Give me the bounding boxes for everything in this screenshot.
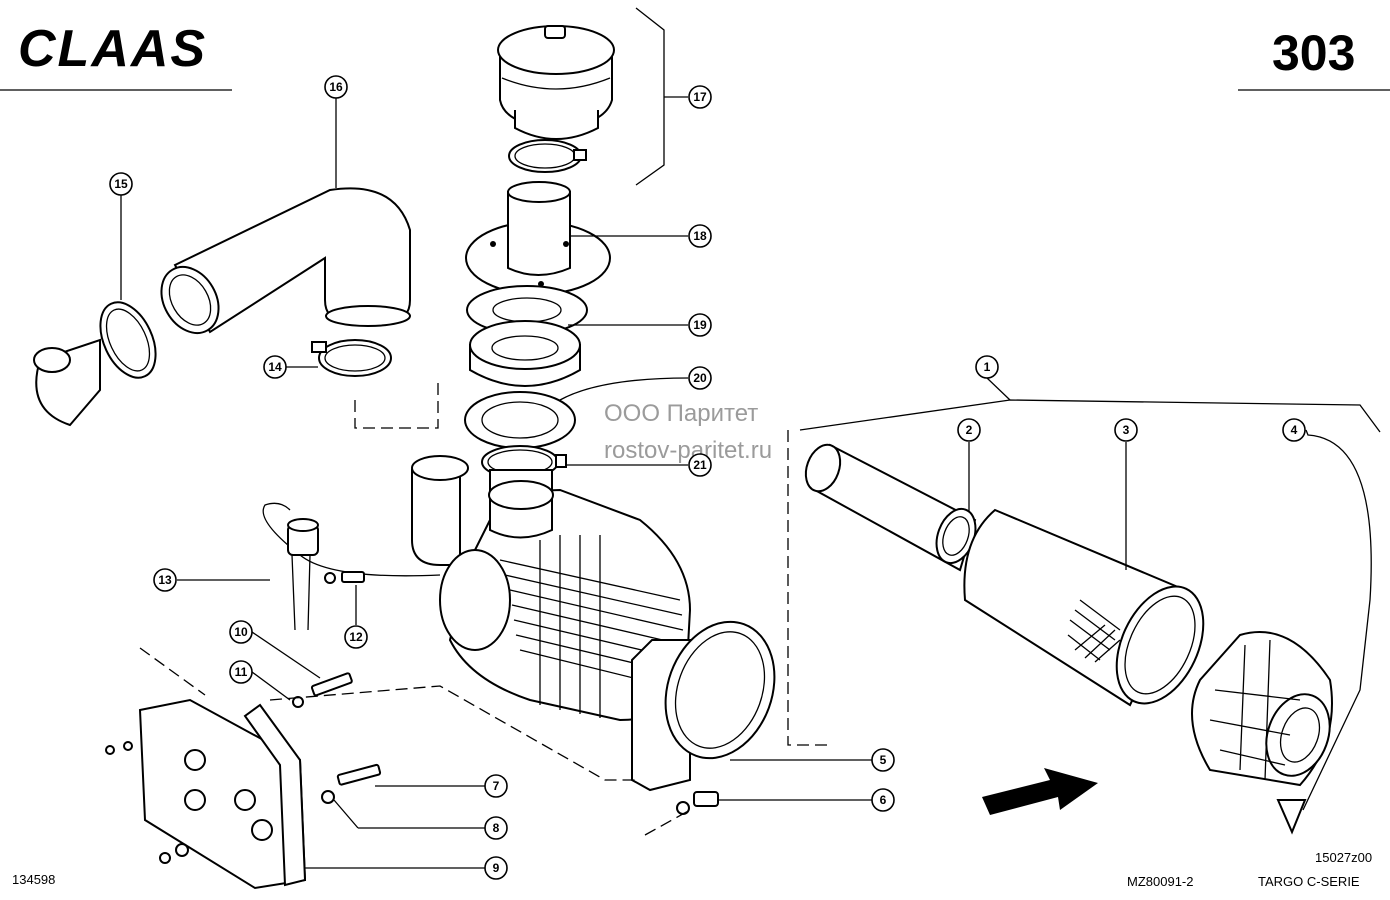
brand-logo: CLAAS (18, 20, 207, 78)
leader-10 (251, 631, 321, 679)
watermark-company: ООО Паритет (604, 400, 758, 427)
callout-14: 14 (263, 355, 287, 379)
callout-8: 8 (484, 816, 508, 840)
part-washer-8 (321, 790, 335, 804)
callout-17: 17 (688, 85, 712, 109)
svg-text:9: 9 (493, 861, 500, 875)
part-intake-elbow (160, 187, 411, 334)
dash-bolt-6 (644, 809, 691, 836)
svg-text:21: 21 (693, 458, 707, 472)
part-bolt-10 (310, 672, 353, 697)
part-safety-element (804, 443, 977, 572)
part-bolt-6 (676, 791, 719, 815)
callout-5: 5 (871, 748, 895, 772)
leader-11 (251, 671, 291, 701)
callout-16: 16 (324, 75, 348, 99)
flow-direction-arrow (982, 768, 1098, 815)
part-washer-11 (292, 696, 304, 708)
part-rubber-ring (469, 320, 581, 387)
callout-20: 20 (688, 366, 712, 390)
callout-10: 10 (229, 620, 253, 644)
callout-1: 1 (975, 355, 999, 379)
part-precleaner-cap (497, 25, 615, 140)
callout-21: 21 (688, 453, 712, 477)
part-filter-housing (439, 469, 776, 792)
page-number: 303 (1272, 25, 1355, 81)
drawing-ref: MZ80091-2 (1127, 874, 1193, 889)
part-mounting-bracket (105, 698, 307, 890)
svg-text:10: 10 (234, 625, 248, 639)
callout-18: 18 (688, 224, 712, 248)
brand-logo-text: CLAAS (18, 20, 207, 78)
drawing-id-left: 134598 (12, 872, 55, 887)
series-label: TARGO C-SERIE (1258, 874, 1360, 889)
callout-3: 3 (1114, 418, 1138, 442)
svg-text:15: 15 (114, 177, 128, 191)
svg-text:2: 2 (966, 423, 973, 437)
part-bolt-7 (336, 763, 382, 786)
part-clamp-ring-top (508, 139, 587, 173)
leader-8a (333, 799, 359, 829)
svg-text:20: 20 (693, 371, 707, 385)
svg-text:16: 16 (329, 80, 343, 94)
svg-text:14: 14 (268, 360, 282, 374)
callout-6: 6 (871, 788, 895, 812)
callout-7: 7 (484, 774, 508, 798)
callout-15: 15 (109, 172, 133, 196)
svg-text:8: 8 (493, 821, 500, 835)
svg-text:11: 11 (235, 665, 248, 679)
figure-code: 15027z00 (1315, 850, 1372, 865)
part-hose-clamp-14 (311, 339, 392, 377)
part-hose-stub (33, 338, 101, 427)
svg-text:19: 19 (693, 318, 707, 332)
callout-2: 2 (957, 418, 981, 442)
leader-1 (986, 377, 1011, 401)
part-outlet-elbow (411, 455, 469, 566)
part-gasket-19 (466, 285, 588, 335)
dash-14-connection (354, 382, 439, 429)
bracket-17 (635, 7, 665, 186)
leader-20 (559, 377, 689, 401)
leader-4 (1302, 429, 1372, 811)
svg-text:17: 17 (693, 90, 707, 104)
svg-text:6: 6 (880, 793, 887, 807)
part-seal-ring (464, 391, 576, 449)
part-bolt-12 (324, 571, 365, 584)
part-end-cover (1191, 631, 1333, 835)
svg-text:4: 4 (1291, 423, 1298, 437)
part-restriction-sensor (262, 502, 441, 631)
svg-text:3: 3 (1123, 423, 1130, 437)
dash-filter-axis (787, 430, 830, 746)
dash-bracket-connection (139, 647, 635, 781)
svg-text:5: 5 (880, 753, 887, 767)
callout-11: 11 (229, 660, 253, 684)
part-main-element (963, 508, 1205, 707)
svg-text:12: 12 (349, 630, 363, 644)
svg-text:18: 18 (693, 229, 707, 243)
callout-9: 9 (484, 856, 508, 880)
callout-19: 19 (688, 313, 712, 337)
part-hose-clamp-15 (99, 301, 157, 379)
callout-13: 13 (153, 568, 177, 592)
callout-4: 4 (1282, 418, 1306, 442)
bracket-1 (799, 399, 1381, 433)
watermark-url: rostov-paritet.ru (604, 437, 772, 464)
part-intake-tube (465, 181, 611, 295)
svg-text:13: 13 (158, 573, 172, 587)
callout-12: 12 (344, 625, 368, 649)
svg-text:7: 7 (493, 779, 500, 793)
svg-text:1: 1 (984, 360, 991, 374)
